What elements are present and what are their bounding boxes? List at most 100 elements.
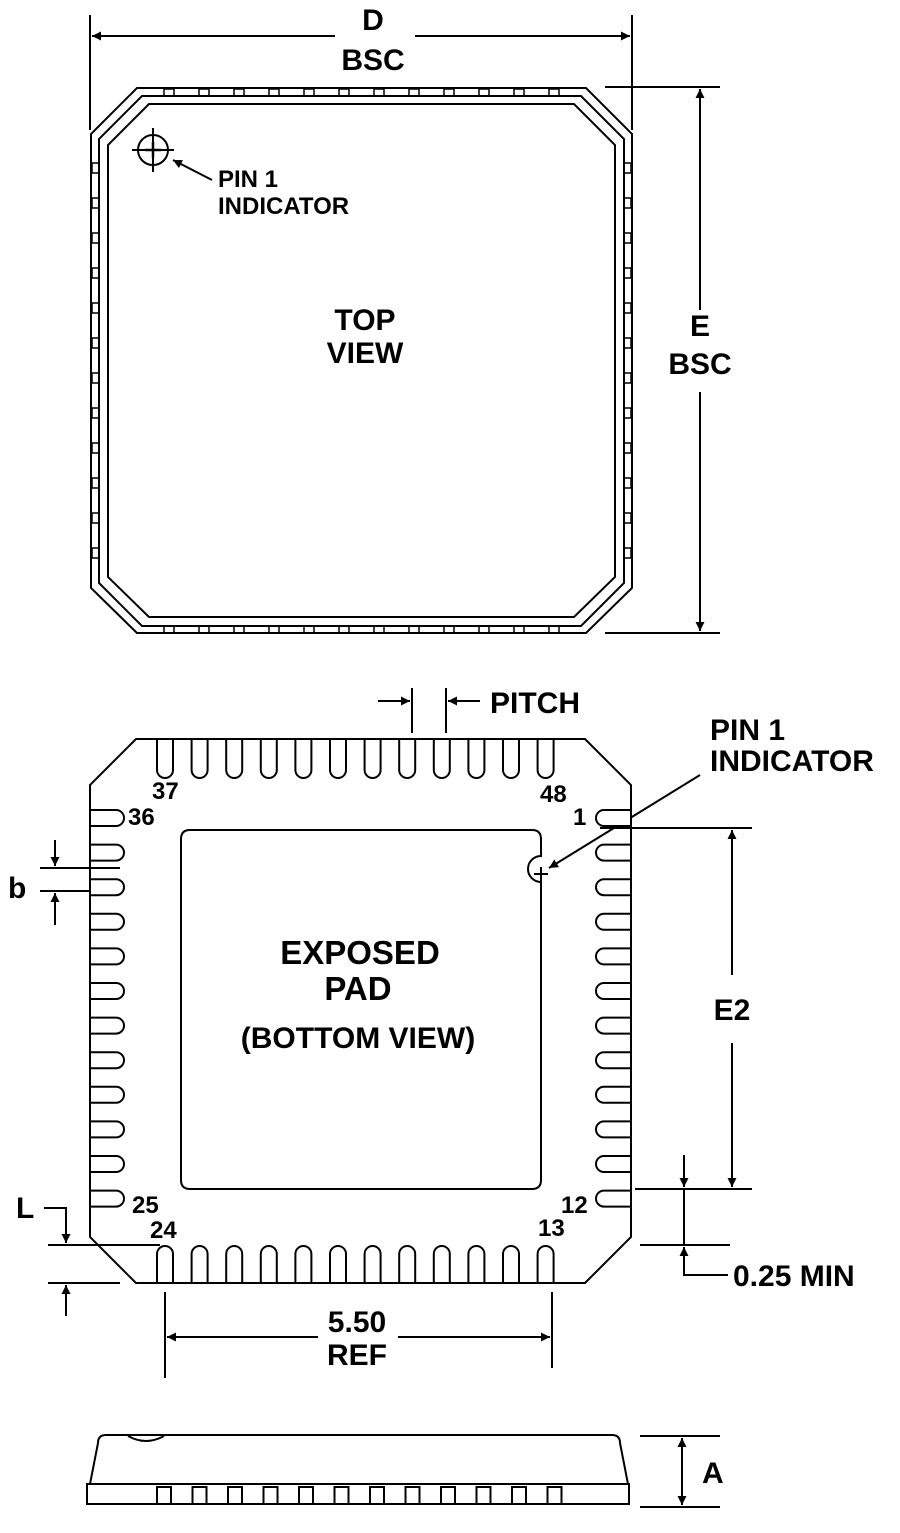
- bottom-lead-right-edge: [595, 1189, 630, 1208]
- top-lead-tick-top: [548, 88, 560, 97]
- bottom-lead-left-edge: [91, 1120, 125, 1139]
- top-lead-tick-right: [623, 337, 632, 349]
- bottom-lead-right-edge: [595, 1016, 630, 1035]
- top-lead-tick-left: [91, 267, 100, 279]
- top-lead-tick-right: [623, 267, 632, 279]
- top-lead-tick-bottom: [513, 625, 525, 634]
- side-lead: [156, 1486, 172, 1505]
- ref-label: REF: [327, 1339, 387, 1372]
- side-view: [86, 1434, 720, 1508]
- bottom-lead-left-edge: [91, 843, 125, 862]
- top-lead-tick-top: [478, 88, 490, 97]
- pin-number-25: 25: [132, 1192, 159, 1219]
- bottom-lead-left-edge: [91, 1016, 125, 1035]
- e2-label: E2: [714, 994, 751, 1027]
- bottom-pin1-label-line1: PIN 1: [710, 714, 785, 747]
- bottom-lead-right-edge: [595, 1155, 630, 1173]
- bottom-lead-right-edge: [595, 1051, 630, 1070]
- bottom-lead-left-edge: [91, 1085, 125, 1104]
- top-lead-tick-left: [91, 512, 100, 524]
- top-package-inner-outline-1: [98, 95, 625, 627]
- top-lead-tick-bottom: [408, 625, 420, 634]
- bottom-lead-left-edge: [91, 982, 125, 1000]
- top-lead-tick-right: [623, 372, 632, 384]
- top-pin1-label-line2: INDICATOR: [218, 193, 349, 220]
- top-view-title-line1: TOP: [334, 304, 395, 337]
- top-pin1-leader: [172, 159, 213, 181]
- bottom-lead-top-edge: [156, 740, 174, 779]
- bottom-lead-bottom-edge: [398, 1245, 417, 1282]
- side-lead: [262, 1486, 279, 1505]
- top-pin1-label-line1: PIN 1: [218, 166, 278, 193]
- exposed-pad: [180, 829, 542, 1190]
- top-package-outline: [90, 87, 633, 634]
- min-label: 0.25 MIN: [733, 1260, 855, 1293]
- top-lead-tick-bottom: [163, 625, 175, 634]
- bottom-lead-bottom-edge: [190, 1245, 209, 1282]
- top-lead-tick-left: [91, 407, 100, 419]
- top-lead-tick-bottom: [338, 625, 350, 634]
- bottom-lead-left-edge: [91, 947, 125, 966]
- bottom-lead-top-edge: [225, 740, 244, 779]
- top-lead-tick-bottom: [303, 625, 315, 634]
- bottom-lead-bottom-edge: [536, 1245, 555, 1282]
- side-lead: [298, 1486, 314, 1505]
- pin-number-12: 12: [561, 1192, 588, 1219]
- bottom-lead-top-edge: [398, 740, 417, 779]
- top-lead-tick-bottom: [478, 625, 490, 634]
- d-bsc-label: BSC: [341, 44, 404, 77]
- bottom-lead-bottom-edge: [294, 1245, 313, 1282]
- top-lead-tick-left: [91, 197, 100, 209]
- top-view-title-line2: VIEW: [327, 337, 404, 370]
- pin-number-13: 13: [538, 1215, 565, 1242]
- bottom-lead-right-edge: [595, 809, 630, 827]
- bottom-lead-top-edge: [294, 740, 313, 779]
- bottom-lead-top-edge: [432, 740, 451, 779]
- bottom-package-outline: [89, 738, 632, 1284]
- side-package-body: [88, 1434, 630, 1485]
- bottom-lead-left-edge: [91, 1155, 125, 1173]
- side-lead: [191, 1486, 208, 1505]
- top-lead-tick-right: [623, 302, 632, 314]
- l-label: L: [16, 1192, 34, 1225]
- bottom-view-labels: PITCH PIN 1 INDICATOR EXPOSED PAD (BOTTO…: [8, 687, 874, 1372]
- bottom-view: [40, 688, 752, 1378]
- side-package-base: [86, 1483, 630, 1505]
- pitch-label: PITCH: [490, 687, 580, 720]
- min-leader: [683, 1274, 728, 1276]
- b-label: b: [8, 872, 26, 905]
- bottom-lead-right-edge: [595, 947, 630, 966]
- bottom-lead-left-edge: [91, 912, 125, 931]
- d-label: D: [362, 4, 384, 37]
- bottom-lead-right-edge: [595, 878, 630, 897]
- bottom-lead-top-edge: [363, 740, 382, 779]
- side-lead: [511, 1486, 527, 1505]
- l-arrow-top: [44, 1207, 71, 1243]
- pad-title-line3: (BOTTOM VIEW): [241, 1022, 475, 1055]
- top-lead-tick-bottom: [548, 625, 560, 634]
- top-lead-tick-top: [198, 88, 210, 97]
- top-lead-tick-left: [91, 337, 100, 349]
- top-lead-tick-left: [91, 162, 100, 174]
- top-lead-tick-left: [91, 232, 100, 244]
- bottom-pin1-label-line2: INDICATOR: [710, 745, 874, 778]
- top-lead-tick-bottom: [373, 625, 385, 634]
- top-lead-tick-right: [623, 162, 632, 174]
- top-lead-tick-top: [163, 88, 175, 97]
- bottom-lead-top-edge: [536, 740, 555, 779]
- bottom-lead-top-edge: [190, 740, 209, 779]
- top-view-labels: D BSC E BSC PIN 1 INDICATOR TOP VIEW: [218, 4, 732, 381]
- top-lead-tick-right: [623, 477, 632, 489]
- side-pin1-dimple: [127, 1435, 165, 1442]
- top-lead-tick-top: [303, 88, 315, 97]
- top-lead-tick-bottom: [198, 625, 210, 634]
- pin-number-37: 37: [152, 778, 179, 805]
- bottom-lead-left-edge: [91, 1189, 125, 1208]
- bottom-lead-top-edge: [259, 740, 278, 779]
- pin-number-1: 1: [573, 804, 586, 831]
- pin-number-48: 48: [540, 781, 567, 808]
- bottom-lead-bottom-edge: [467, 1245, 486, 1282]
- bottom-lead-bottom-edge: [329, 1245, 347, 1282]
- top-lead-tick-left: [91, 302, 100, 314]
